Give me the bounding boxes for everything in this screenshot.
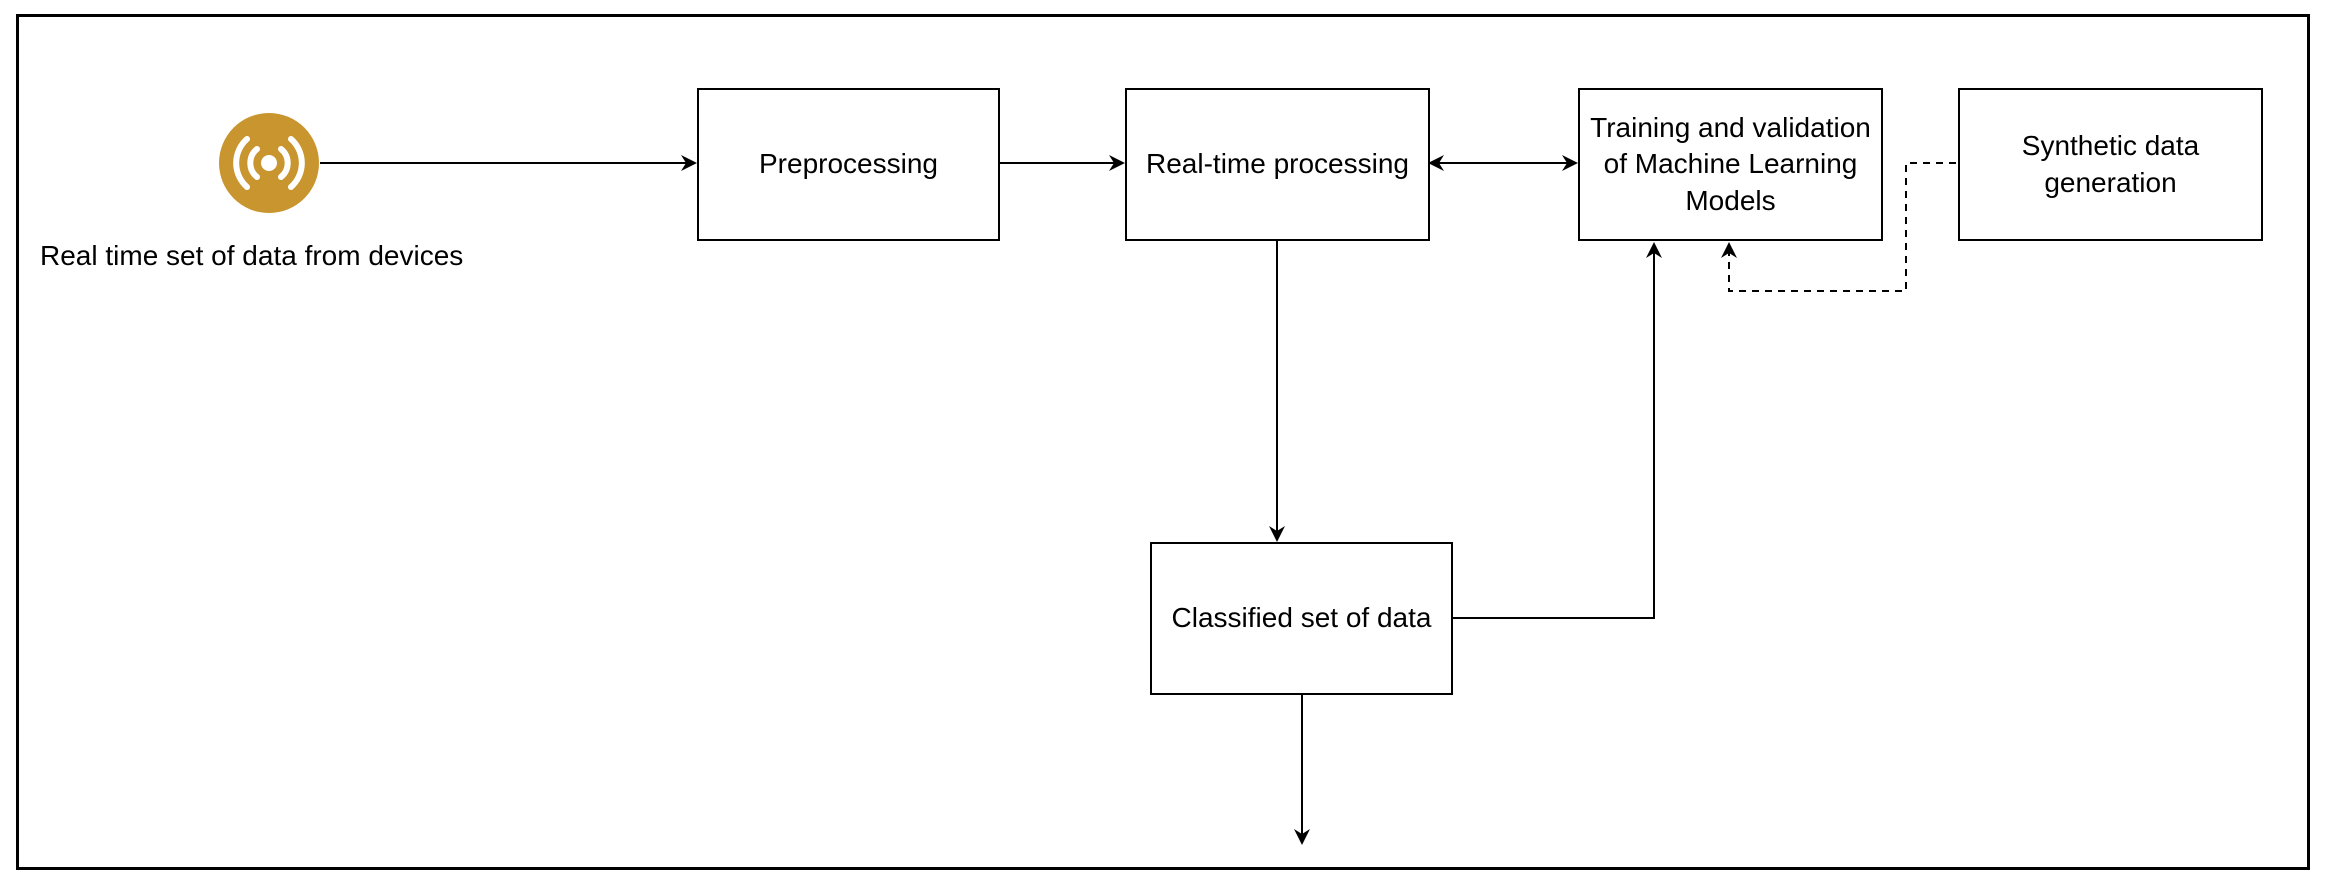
- node-synthetic-data: Synthetic data generation: [1958, 88, 2263, 241]
- source-label: Real time set of data from devices: [40, 240, 464, 271]
- diagram-frame: [16, 14, 2310, 870]
- node-classified-data: Classified set of data: [1150, 542, 1453, 695]
- edge-synthetic-to-training: [1721, 162, 1956, 292]
- node-realtime-processing: Real-time processing: [1125, 88, 1430, 241]
- broadcast-icon: [219, 113, 319, 213]
- edge-classified-to-training: [1453, 242, 1662, 619]
- node-training-validation: Training and validation of Machine Learn…: [1578, 88, 1883, 241]
- node-preprocessing: Preprocessing: [697, 88, 1000, 241]
